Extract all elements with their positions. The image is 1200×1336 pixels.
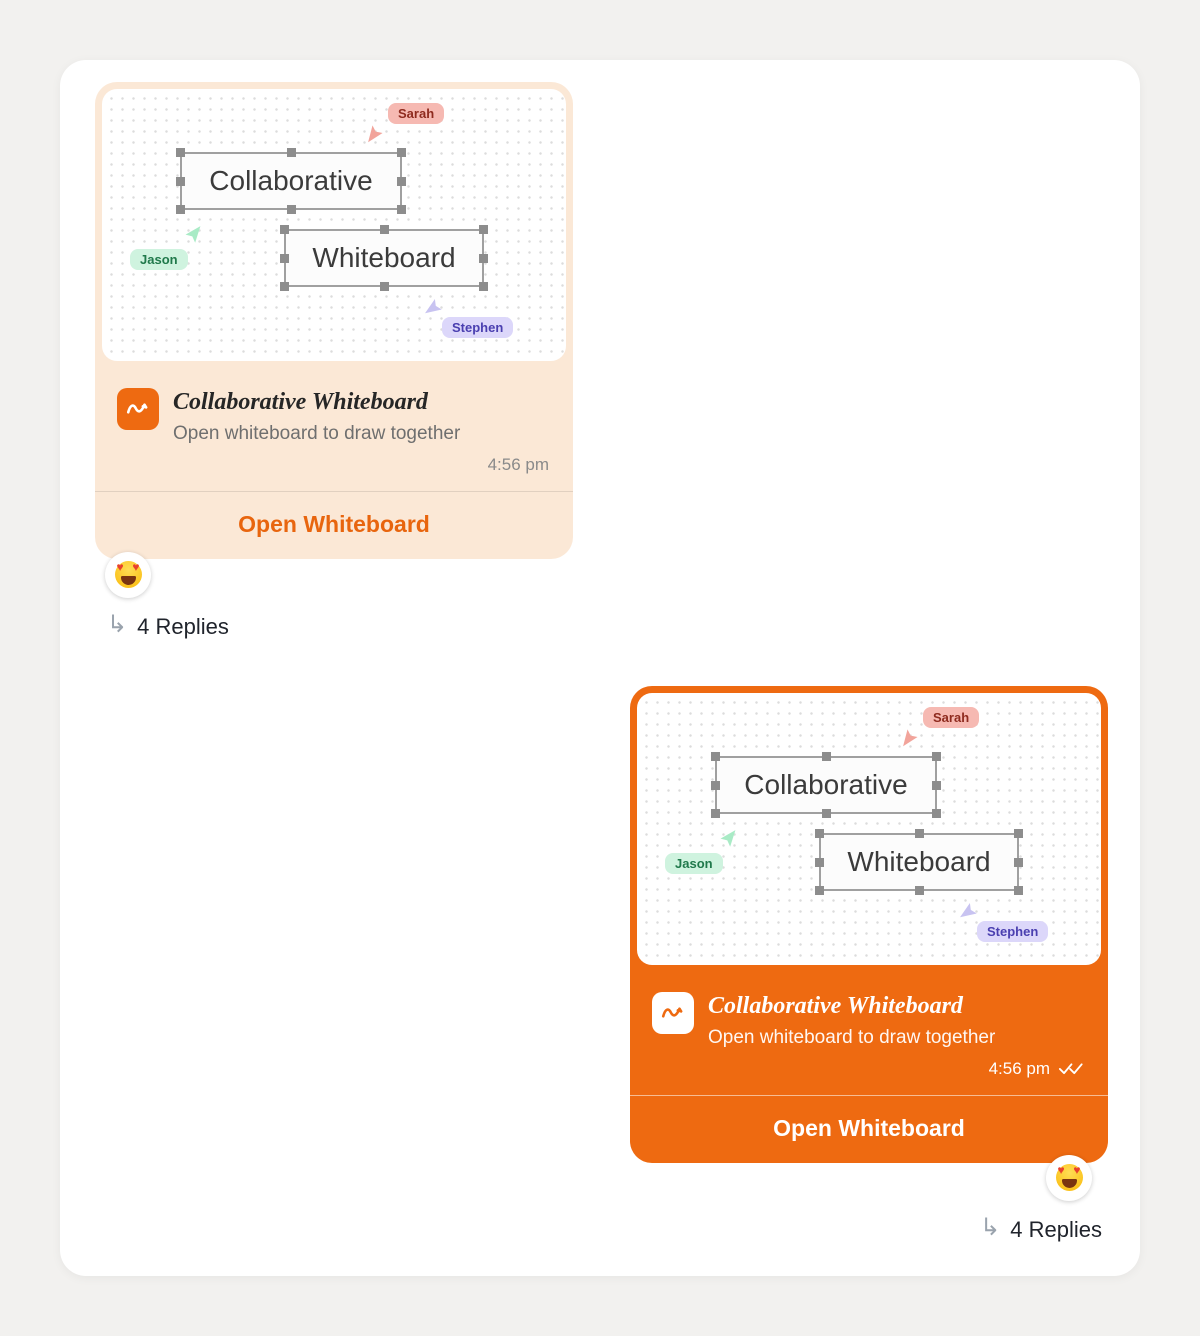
double-check-icon bbox=[1058, 1063, 1083, 1075]
open-whiteboard-button[interactable]: Open Whiteboard bbox=[95, 492, 573, 559]
card-divider bbox=[95, 490, 573, 492]
emoji-mouth bbox=[1061, 1179, 1077, 1189]
whiteboard-preview: Collaborative Whiteboard Sarah Jason Ste… bbox=[637, 693, 1101, 965]
replies-link[interactable]: ↳ 4 Replies bbox=[630, 1213, 1102, 1243]
replies-count: 4 Replies bbox=[137, 613, 229, 639]
cursor-label-jason: Jason bbox=[130, 249, 188, 270]
timestamp-row: 4:56 pm bbox=[630, 1049, 1108, 1095]
cursor-pointer-icon bbox=[720, 830, 736, 847]
card-subtitle: Open whiteboard to draw together bbox=[173, 422, 461, 444]
scribble-icon bbox=[117, 388, 159, 430]
cursor-label-sarah: Sarah bbox=[388, 103, 445, 124]
scribble-icon bbox=[652, 992, 694, 1034]
textbox-label: Whiteboard bbox=[847, 846, 991, 877]
heart-icon: ♥ bbox=[132, 560, 140, 575]
whiteboard-card-incoming[interactable]: Collaborative Whiteboard Sarah Jason Ste… bbox=[95, 82, 573, 559]
cursor-label-stephen: Stephen bbox=[977, 921, 1049, 942]
cursor-pointer-icon bbox=[368, 125, 383, 143]
open-whiteboard-button[interactable]: Open Whiteboard bbox=[630, 1096, 1108, 1163]
reply-arrow-icon: ↳ bbox=[980, 1213, 1001, 1241]
cursor-label-jason: Jason bbox=[665, 853, 723, 874]
card-meta: Collaborative Whiteboard Open whiteboard… bbox=[95, 368, 573, 445]
whiteboard-textbox-collaborative: Collaborative bbox=[711, 752, 941, 818]
cursor-pointer-icon bbox=[960, 902, 977, 918]
message-outgoing: Collaborative Whiteboard Sarah Jason Ste… bbox=[630, 686, 1108, 1243]
cursor-label-sarah: Sarah bbox=[923, 707, 980, 728]
card-meta: Collaborative Whiteboard Open whiteboard… bbox=[630, 972, 1108, 1049]
heart-icon: ♥ bbox=[1073, 1163, 1081, 1178]
heart-icon: ♥ bbox=[116, 560, 124, 575]
timestamp: 4:56 pm bbox=[988, 1058, 1050, 1078]
timestamp: 4:56 pm bbox=[487, 454, 549, 474]
textbox-label: Whiteboard bbox=[312, 242, 456, 273]
cursor-pointer-icon bbox=[903, 729, 918, 747]
timestamp-row: 4:56 pm bbox=[95, 445, 573, 491]
replies-count: 4 Replies bbox=[1010, 1216, 1102, 1242]
whiteboard-textbox-whiteboard: Whiteboard bbox=[815, 829, 1023, 895]
cursor-label-stephen: Stephen bbox=[442, 317, 514, 338]
card-subtitle: Open whiteboard to draw together bbox=[708, 1026, 996, 1048]
card-text: Collaborative Whiteboard Open whiteboard… bbox=[708, 992, 995, 1049]
reaction-chip[interactable]: ♥ ♥ bbox=[105, 551, 151, 598]
whiteboard-textbox-whiteboard: Whiteboard bbox=[280, 225, 488, 291]
emoji-mouth bbox=[120, 576, 136, 586]
reaction-chip[interactable]: ♥ ♥ bbox=[1046, 1154, 1092, 1201]
message-incoming: Collaborative Whiteboard Sarah Jason Ste… bbox=[95, 82, 573, 640]
whiteboard-card-outgoing[interactable]: Collaborative Whiteboard Sarah Jason Ste… bbox=[630, 686, 1108, 1163]
heart-icon: ♥ bbox=[1057, 1163, 1065, 1178]
cursor-pointer-icon bbox=[185, 226, 201, 243]
replies-link[interactable]: ↳ 4 Replies bbox=[107, 610, 573, 640]
reply-arrow-icon: ↳ bbox=[107, 610, 128, 638]
cursor-pointer-icon bbox=[425, 298, 442, 314]
heart-eyes-emoji: ♥ ♥ bbox=[114, 560, 142, 589]
heart-eyes-emoji: ♥ ♥ bbox=[1055, 1163, 1083, 1192]
card-text: Collaborative Whiteboard Open whiteboard… bbox=[173, 388, 460, 445]
card-title: Collaborative Whiteboard bbox=[708, 993, 963, 1019]
whiteboard-preview: Collaborative Whiteboard Sarah Jason Ste… bbox=[102, 89, 566, 361]
chat-panel: Collaborative Whiteboard Sarah Jason Ste… bbox=[60, 60, 1140, 1276]
textbox-label: Collaborative bbox=[209, 165, 373, 196]
card-title: Collaborative Whiteboard bbox=[173, 389, 428, 415]
textbox-label: Collaborative bbox=[744, 769, 908, 800]
card-divider bbox=[630, 1094, 1108, 1096]
whiteboard-textbox-collaborative: Collaborative bbox=[176, 148, 406, 214]
